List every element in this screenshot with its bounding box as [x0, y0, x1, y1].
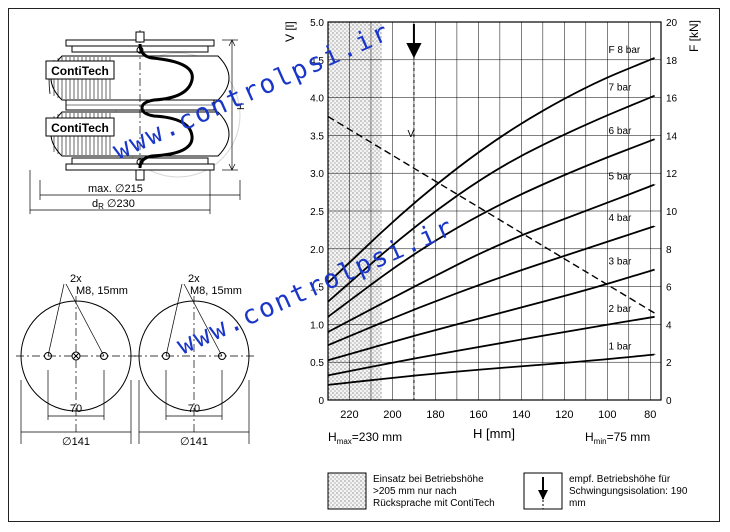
- series-label: 3 bar: [609, 257, 632, 268]
- height-dimension-label: H: [236, 103, 247, 110]
- y-right-tick-label: 12: [666, 169, 678, 180]
- plate-right-bolt-spec: M8, 15mm: [190, 285, 242, 297]
- y-left-tick-label: 0.5: [310, 358, 324, 369]
- y-left-tick-label: 1.5: [310, 283, 324, 294]
- dr-diameter-label: dR∅230: [92, 198, 135, 211]
- hmin-label: Hmin=75 mm: [585, 430, 650, 446]
- y-left-tick-label: 3.5: [310, 131, 324, 142]
- legend-shaded-text-3: Rücksprache mit ContiTech: [373, 498, 495, 509]
- volume-label: V: [407, 129, 414, 140]
- y-right-tick-label: 2: [666, 358, 672, 369]
- legend-arrow-text-3: mm: [569, 498, 586, 509]
- legend-shaded-text-1: Einsatz bei Betriebshöhe: [373, 474, 484, 485]
- series-label: 5 bar: [609, 172, 632, 183]
- brand-logo-top: ContiTech: [51, 64, 109, 78]
- series-line: [327, 57, 655, 284]
- plate-left-pitch: 70: [70, 403, 82, 415]
- volume-line: [327, 115, 655, 314]
- plate-left-bolt-count: 2x: [70, 273, 82, 285]
- y-right-tick-label: 0: [666, 396, 672, 407]
- plate-view-left: [16, 283, 136, 444]
- series-label: 1 bar: [609, 342, 632, 353]
- plate-right-bolt-count: 2x: [188, 273, 200, 285]
- legend-shaded-swatch: [327, 472, 367, 510]
- series-label: 2 bar: [609, 304, 632, 315]
- series-line: [327, 94, 655, 303]
- y-right-tick-label: 6: [666, 283, 672, 294]
- y-right-tick-label: 14: [666, 131, 678, 142]
- y-right-tick-label: 4: [666, 320, 672, 331]
- y-left-tick-label: 2.5: [310, 207, 324, 218]
- x-axis-label: H [mm]: [473, 426, 515, 441]
- y-right-tick-label: 20: [666, 18, 678, 29]
- page-frame: [8, 8, 720, 522]
- series-line: [327, 183, 656, 333]
- legend-arrow-text-1: empf. Betriebshöhe für: [569, 474, 671, 485]
- x-tick-label: 180: [426, 409, 444, 421]
- y-left-tick-label: 0: [318, 396, 324, 407]
- brand-logo-box-bottom: [45, 117, 115, 137]
- x-tick-label: 220: [340, 409, 358, 421]
- hmax-label: Hmax=230 mm: [328, 430, 402, 446]
- y-right-tick-label: 18: [666, 56, 678, 67]
- brand-logo-box-top: [45, 60, 115, 80]
- series-label: 4 bar: [609, 213, 632, 224]
- y-right-tick-label: 8: [666, 245, 672, 256]
- y-axis-right-label: F [kN]: [687, 20, 701, 52]
- brand-logo-bottom: ContiTech: [51, 121, 109, 135]
- series-label: F 8 bar: [609, 45, 641, 56]
- y-left-tick-label: 1.0: [310, 320, 324, 331]
- y-axis-left-label: V [l]: [283, 21, 297, 42]
- chart-grid: [328, 22, 661, 400]
- y-left-tick-label: 2.0: [310, 245, 324, 256]
- legend-shaded-text-2: >205 mm nur nach: [373, 486, 457, 497]
- max-diameter-label: max. ∅215: [88, 183, 143, 195]
- recommended-height-arrow-icon: [406, 24, 422, 59]
- y-left-tick-label: 4.0: [310, 94, 324, 105]
- y-left-tick-label: 4.5: [310, 56, 324, 67]
- x-tick-label: 120: [555, 409, 573, 421]
- chart-plot-area: [327, 21, 662, 401]
- x-tick-label: 80: [644, 409, 656, 421]
- plate-left-diameter: ∅141: [62, 436, 90, 448]
- y-right-tick-label: 10: [666, 207, 678, 218]
- x-tick-label: 160: [469, 409, 487, 421]
- y-left-tick-label: 5.0: [310, 18, 324, 29]
- legend-arrow-text-2: Schwingungsisolation: 190: [569, 486, 688, 497]
- y-left-tick-label: 3.0: [310, 169, 324, 180]
- series-line: [327, 138, 655, 318]
- series-line: [327, 268, 655, 362]
- y-right-tick-label: 16: [666, 94, 678, 105]
- series-label: 7 bar: [609, 83, 632, 94]
- series-line: [327, 315, 655, 377]
- plate-left-bolt-spec: M8, 15mm: [76, 285, 128, 297]
- plate-view-right: [134, 283, 254, 444]
- x-tick-label: 100: [598, 409, 616, 421]
- series-label: 6 bar: [609, 126, 632, 137]
- legend-arrow-down-icon: [538, 490, 548, 500]
- plate-right-pitch: 70: [188, 403, 200, 415]
- chart-series: 1 bar 2 bar 3 bar 4 bar 5 bar 6 bar 7 bar F 8 b…: [327, 45, 656, 386]
- x-tick-label: 140: [512, 409, 530, 421]
- series-line: [327, 225, 656, 347]
- plate-right-diameter: ∅141: [180, 436, 208, 448]
- series-line: [327, 353, 656, 386]
- x-tick-label: 200: [383, 409, 401, 421]
